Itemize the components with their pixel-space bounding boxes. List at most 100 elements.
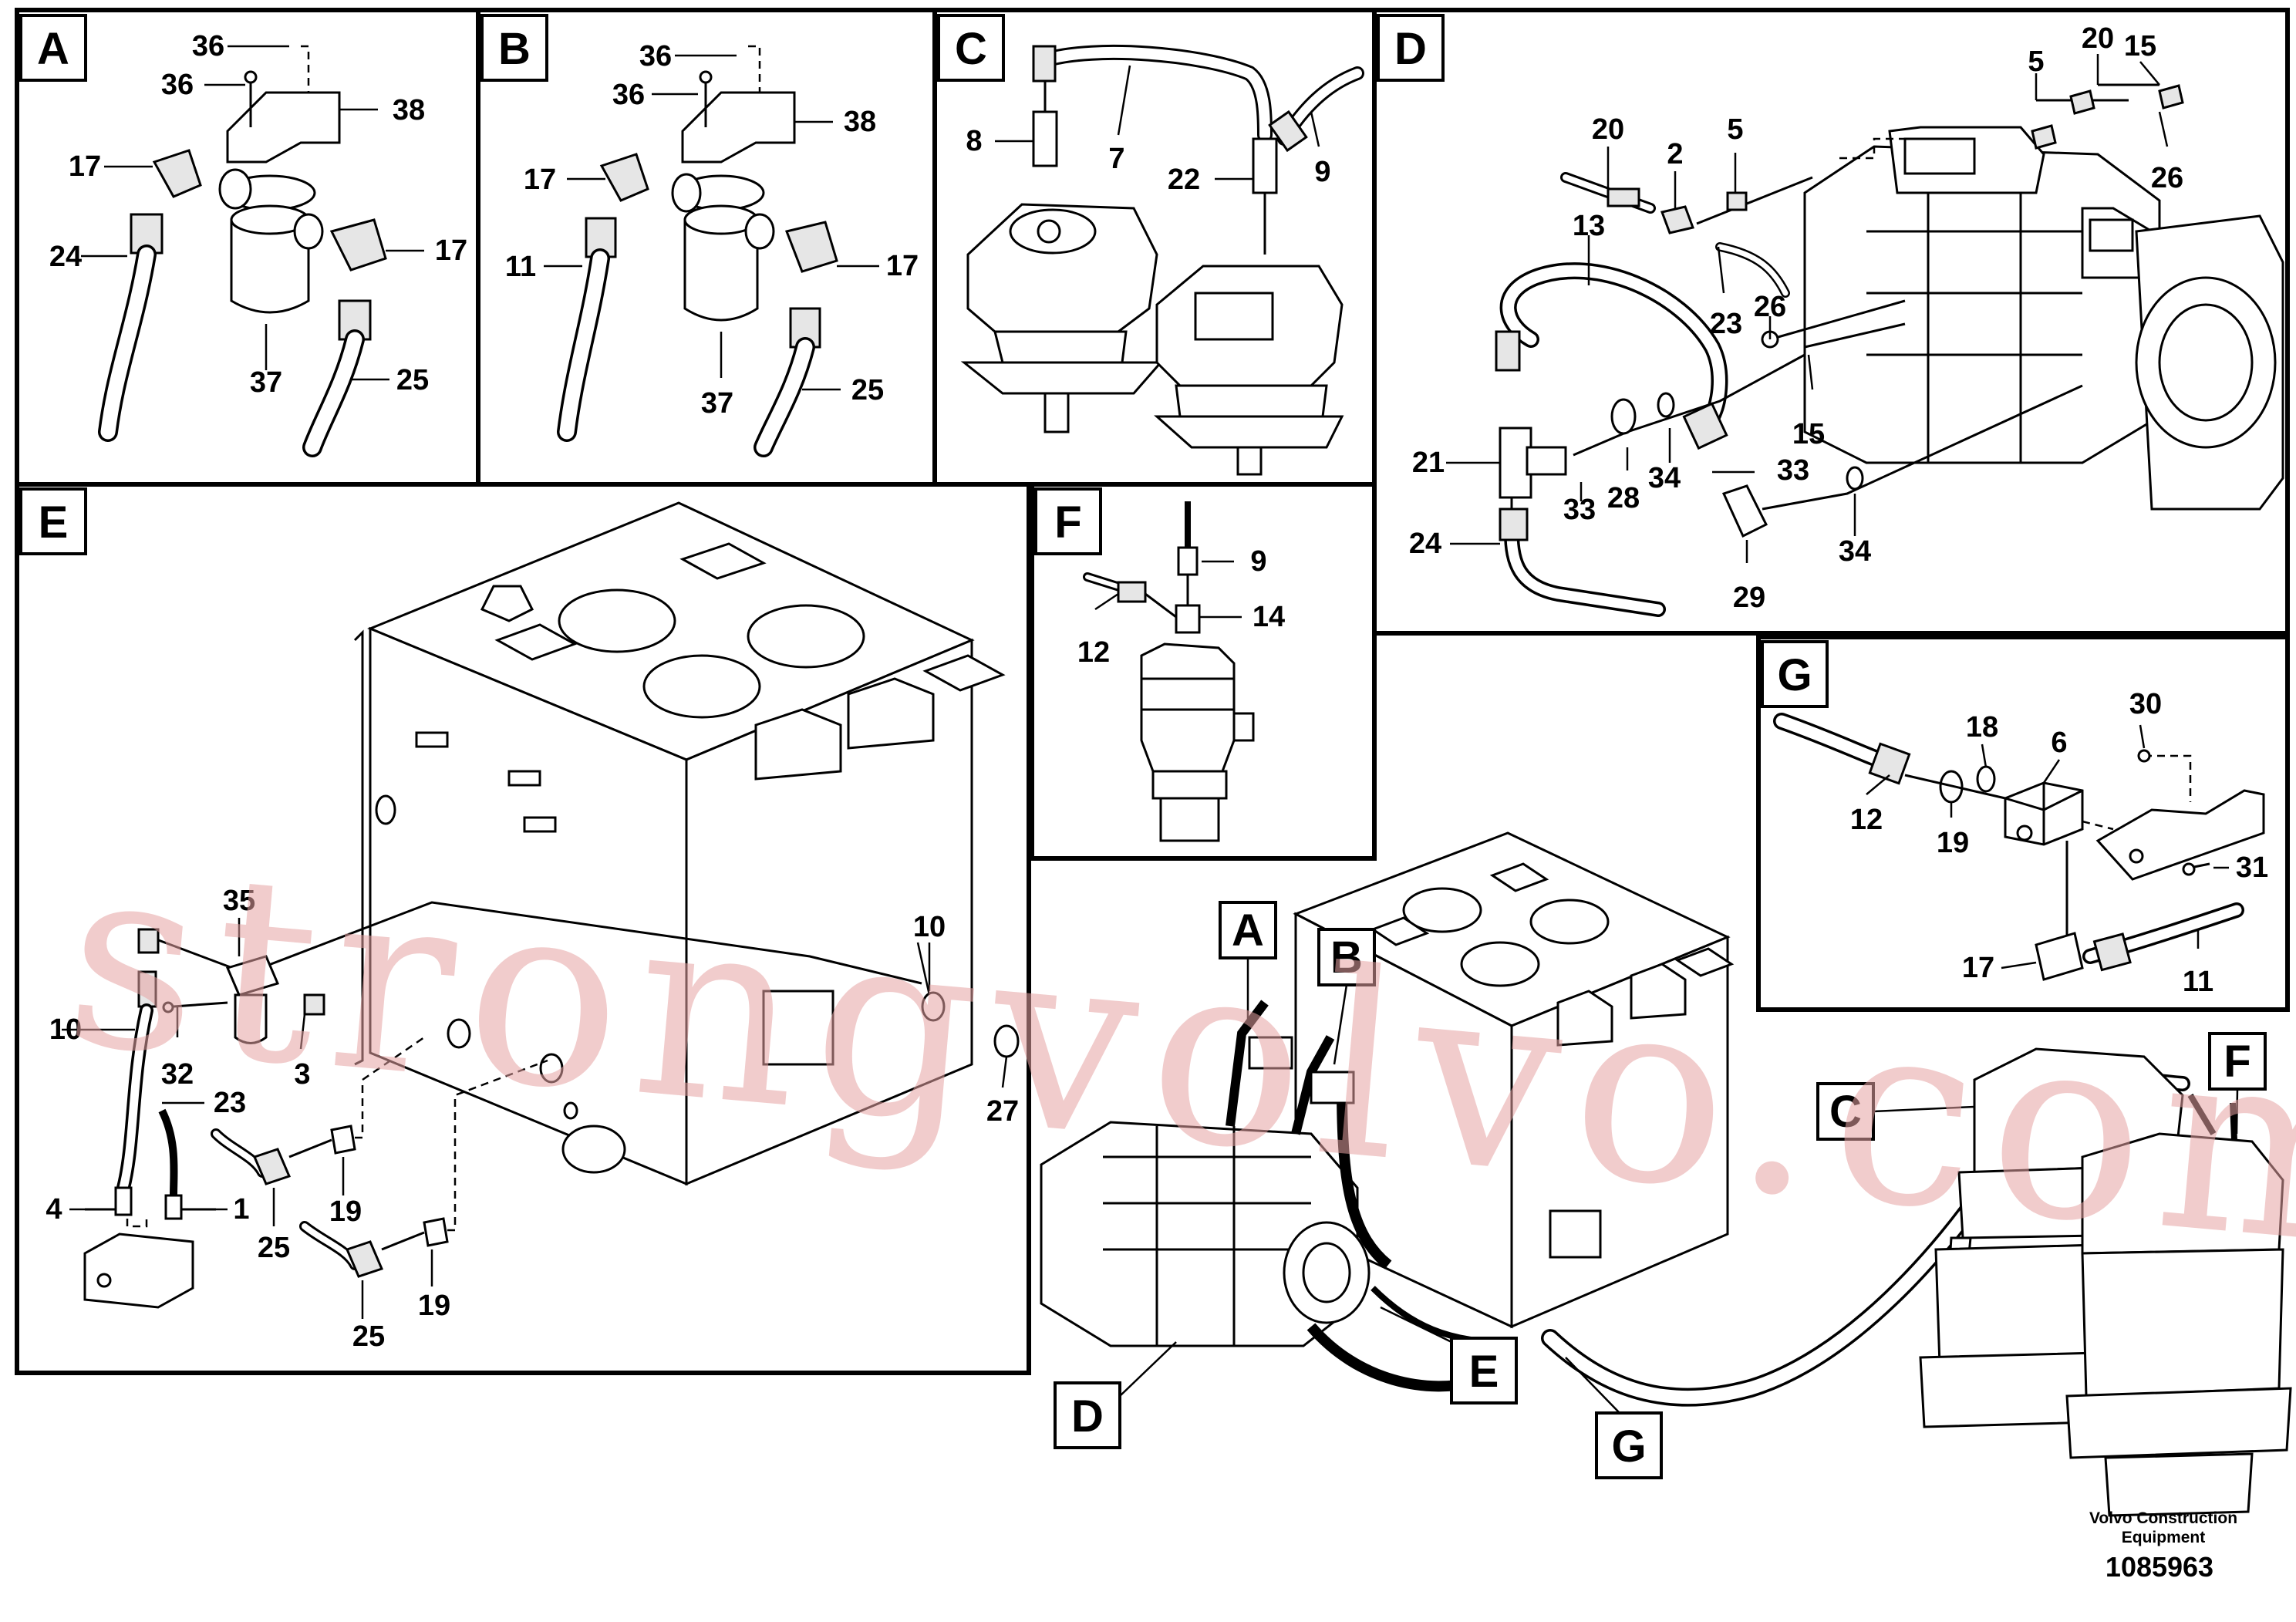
svg-text:A: A — [37, 24, 69, 74]
svg-text:17: 17 — [886, 250, 919, 282]
svg-text:38: 38 — [844, 106, 876, 138]
svg-text:29: 29 — [1733, 582, 1765, 614]
svg-text:27: 27 — [986, 1095, 1019, 1128]
svg-text:36: 36 — [192, 30, 224, 62]
svg-text:12: 12 — [1850, 804, 1883, 836]
svg-text:20: 20 — [1592, 113, 1624, 146]
svg-text:G: G — [1777, 650, 1812, 700]
svg-text:24: 24 — [49, 241, 82, 273]
svg-text:36: 36 — [161, 69, 194, 101]
svg-text:3: 3 — [294, 1058, 310, 1091]
svg-text:17: 17 — [435, 234, 467, 267]
panel-c-callouts: 8 7 22 9 — [966, 125, 1330, 196]
overview-label-e: E — [1469, 1347, 1499, 1397]
svg-text:B: B — [498, 24, 531, 74]
svg-text:23: 23 — [214, 1087, 246, 1119]
panel-d-label: D — [1377, 14, 1445, 82]
svg-text:15: 15 — [2124, 30, 2156, 62]
svg-text:25: 25 — [851, 374, 884, 406]
svg-text:12: 12 — [1077, 636, 1110, 669]
svg-text:33: 33 — [1777, 454, 1809, 487]
svg-text:28: 28 — [1607, 482, 1640, 514]
svg-text:36: 36 — [612, 79, 645, 111]
svg-text:11: 11 — [505, 251, 536, 283]
overview-label-c: C — [1829, 1087, 1862, 1137]
document-number: 1085963 — [2106, 1551, 2213, 1583]
svg-text:F: F — [1054, 497, 1081, 548]
panel-d-callouts: 20 15 5 20 2 5 26 13 23 26 15 21 33 28 3… — [1409, 22, 2183, 614]
svg-text:19: 19 — [1937, 827, 1969, 859]
svg-text:5: 5 — [2028, 46, 2044, 78]
svg-text:26: 26 — [2151, 162, 2183, 194]
svg-text:19: 19 — [329, 1195, 362, 1228]
svg-text:5: 5 — [1727, 113, 1743, 146]
svg-text:15: 15 — [1792, 418, 1825, 450]
panel-e-callouts: 35 10 10 32 3 27 23 4 1 25 19 19 25 — [46, 885, 1019, 1353]
svg-text:1: 1 — [233, 1193, 249, 1226]
svg-text:10: 10 — [913, 911, 946, 943]
svg-text:26: 26 — [1754, 291, 1786, 323]
panel-c-label: C — [937, 14, 1005, 82]
svg-text:22: 22 — [1168, 164, 1200, 196]
panel-b-callouts: 36 36 38 17 17 11 37 25 — [505, 40, 919, 420]
panel-g-drawing — [1773, 713, 2265, 981]
svg-text:C: C — [955, 24, 987, 74]
svg-text:34: 34 — [1839, 535, 1871, 568]
overview-label-b: B — [1330, 932, 1363, 983]
svg-text:11: 11 — [2183, 966, 2213, 998]
svg-text:31: 31 — [2236, 851, 2268, 884]
svg-text:37: 37 — [250, 366, 282, 399]
svg-text:25: 25 — [352, 1320, 385, 1353]
overview-label-a: A — [1232, 905, 1264, 956]
overview-label-g: G — [1611, 1421, 1646, 1472]
svg-text:14: 14 — [1253, 601, 1285, 633]
svg-text:33: 33 — [1563, 494, 1596, 526]
svg-text:32: 32 — [161, 1058, 194, 1091]
panel-a-callouts: 36 36 38 17 17 24 37 25 — [49, 30, 467, 399]
svg-text:13: 13 — [1573, 210, 1605, 242]
svg-text:6: 6 — [2051, 727, 2067, 759]
svg-text:4: 4 — [46, 1193, 62, 1226]
panel-b-drawing — [544, 45, 879, 457]
svg-text:17: 17 — [69, 150, 101, 183]
panel-f-label: F — [1034, 487, 1102, 555]
svg-text:7: 7 — [1108, 143, 1124, 175]
svg-text:25: 25 — [396, 364, 429, 396]
overview-labels: A B C F D E G — [1054, 901, 2267, 1479]
svg-text:9: 9 — [1250, 545, 1266, 578]
panel-f-callouts: 9 14 12 — [1077, 545, 1285, 669]
panel-b-label: B — [480, 14, 548, 82]
svg-text:37: 37 — [701, 387, 733, 420]
panel-e-drawing — [62, 501, 1020, 1319]
svg-text:D: D — [1394, 24, 1427, 74]
overview-label-d: D — [1071, 1391, 1104, 1442]
svg-text:2: 2 — [1667, 138, 1683, 170]
svg-text:17: 17 — [524, 164, 556, 196]
svg-text:10: 10 — [49, 1013, 82, 1046]
overview-label-f: F — [2224, 1037, 2250, 1087]
svg-text:21: 21 — [1412, 447, 1445, 479]
svg-text:34: 34 — [1648, 462, 1681, 494]
svg-text:25: 25 — [258, 1232, 290, 1264]
panel-g-label: G — [1761, 640, 1829, 708]
panel-d-drawing — [1446, 54, 2284, 617]
svg-text:17: 17 — [1962, 952, 1994, 984]
panel-c-drawing — [960, 44, 1364, 476]
svg-text:18: 18 — [1966, 711, 1998, 744]
panel-e-label: E — [19, 487, 87, 555]
panel-a-drawing — [81, 45, 424, 457]
svg-text:9: 9 — [1314, 156, 1330, 188]
panel-f-drawing — [1083, 501, 1255, 842]
svg-text:20: 20 — [2082, 22, 2114, 55]
brand-line-1: Volvo Construction — [2089, 1509, 2237, 1527]
svg-text:8: 8 — [966, 125, 982, 157]
svg-text:36: 36 — [639, 40, 672, 73]
svg-text:19: 19 — [418, 1290, 450, 1322]
svg-text:38: 38 — [393, 94, 425, 126]
svg-text:35: 35 — [223, 885, 255, 917]
brand-line-2: Equipment — [2122, 1529, 2206, 1546]
svg-text:23: 23 — [1710, 308, 1742, 340]
overview-drawing — [1040, 831, 2292, 1517]
svg-text:24: 24 — [1409, 528, 1441, 560]
